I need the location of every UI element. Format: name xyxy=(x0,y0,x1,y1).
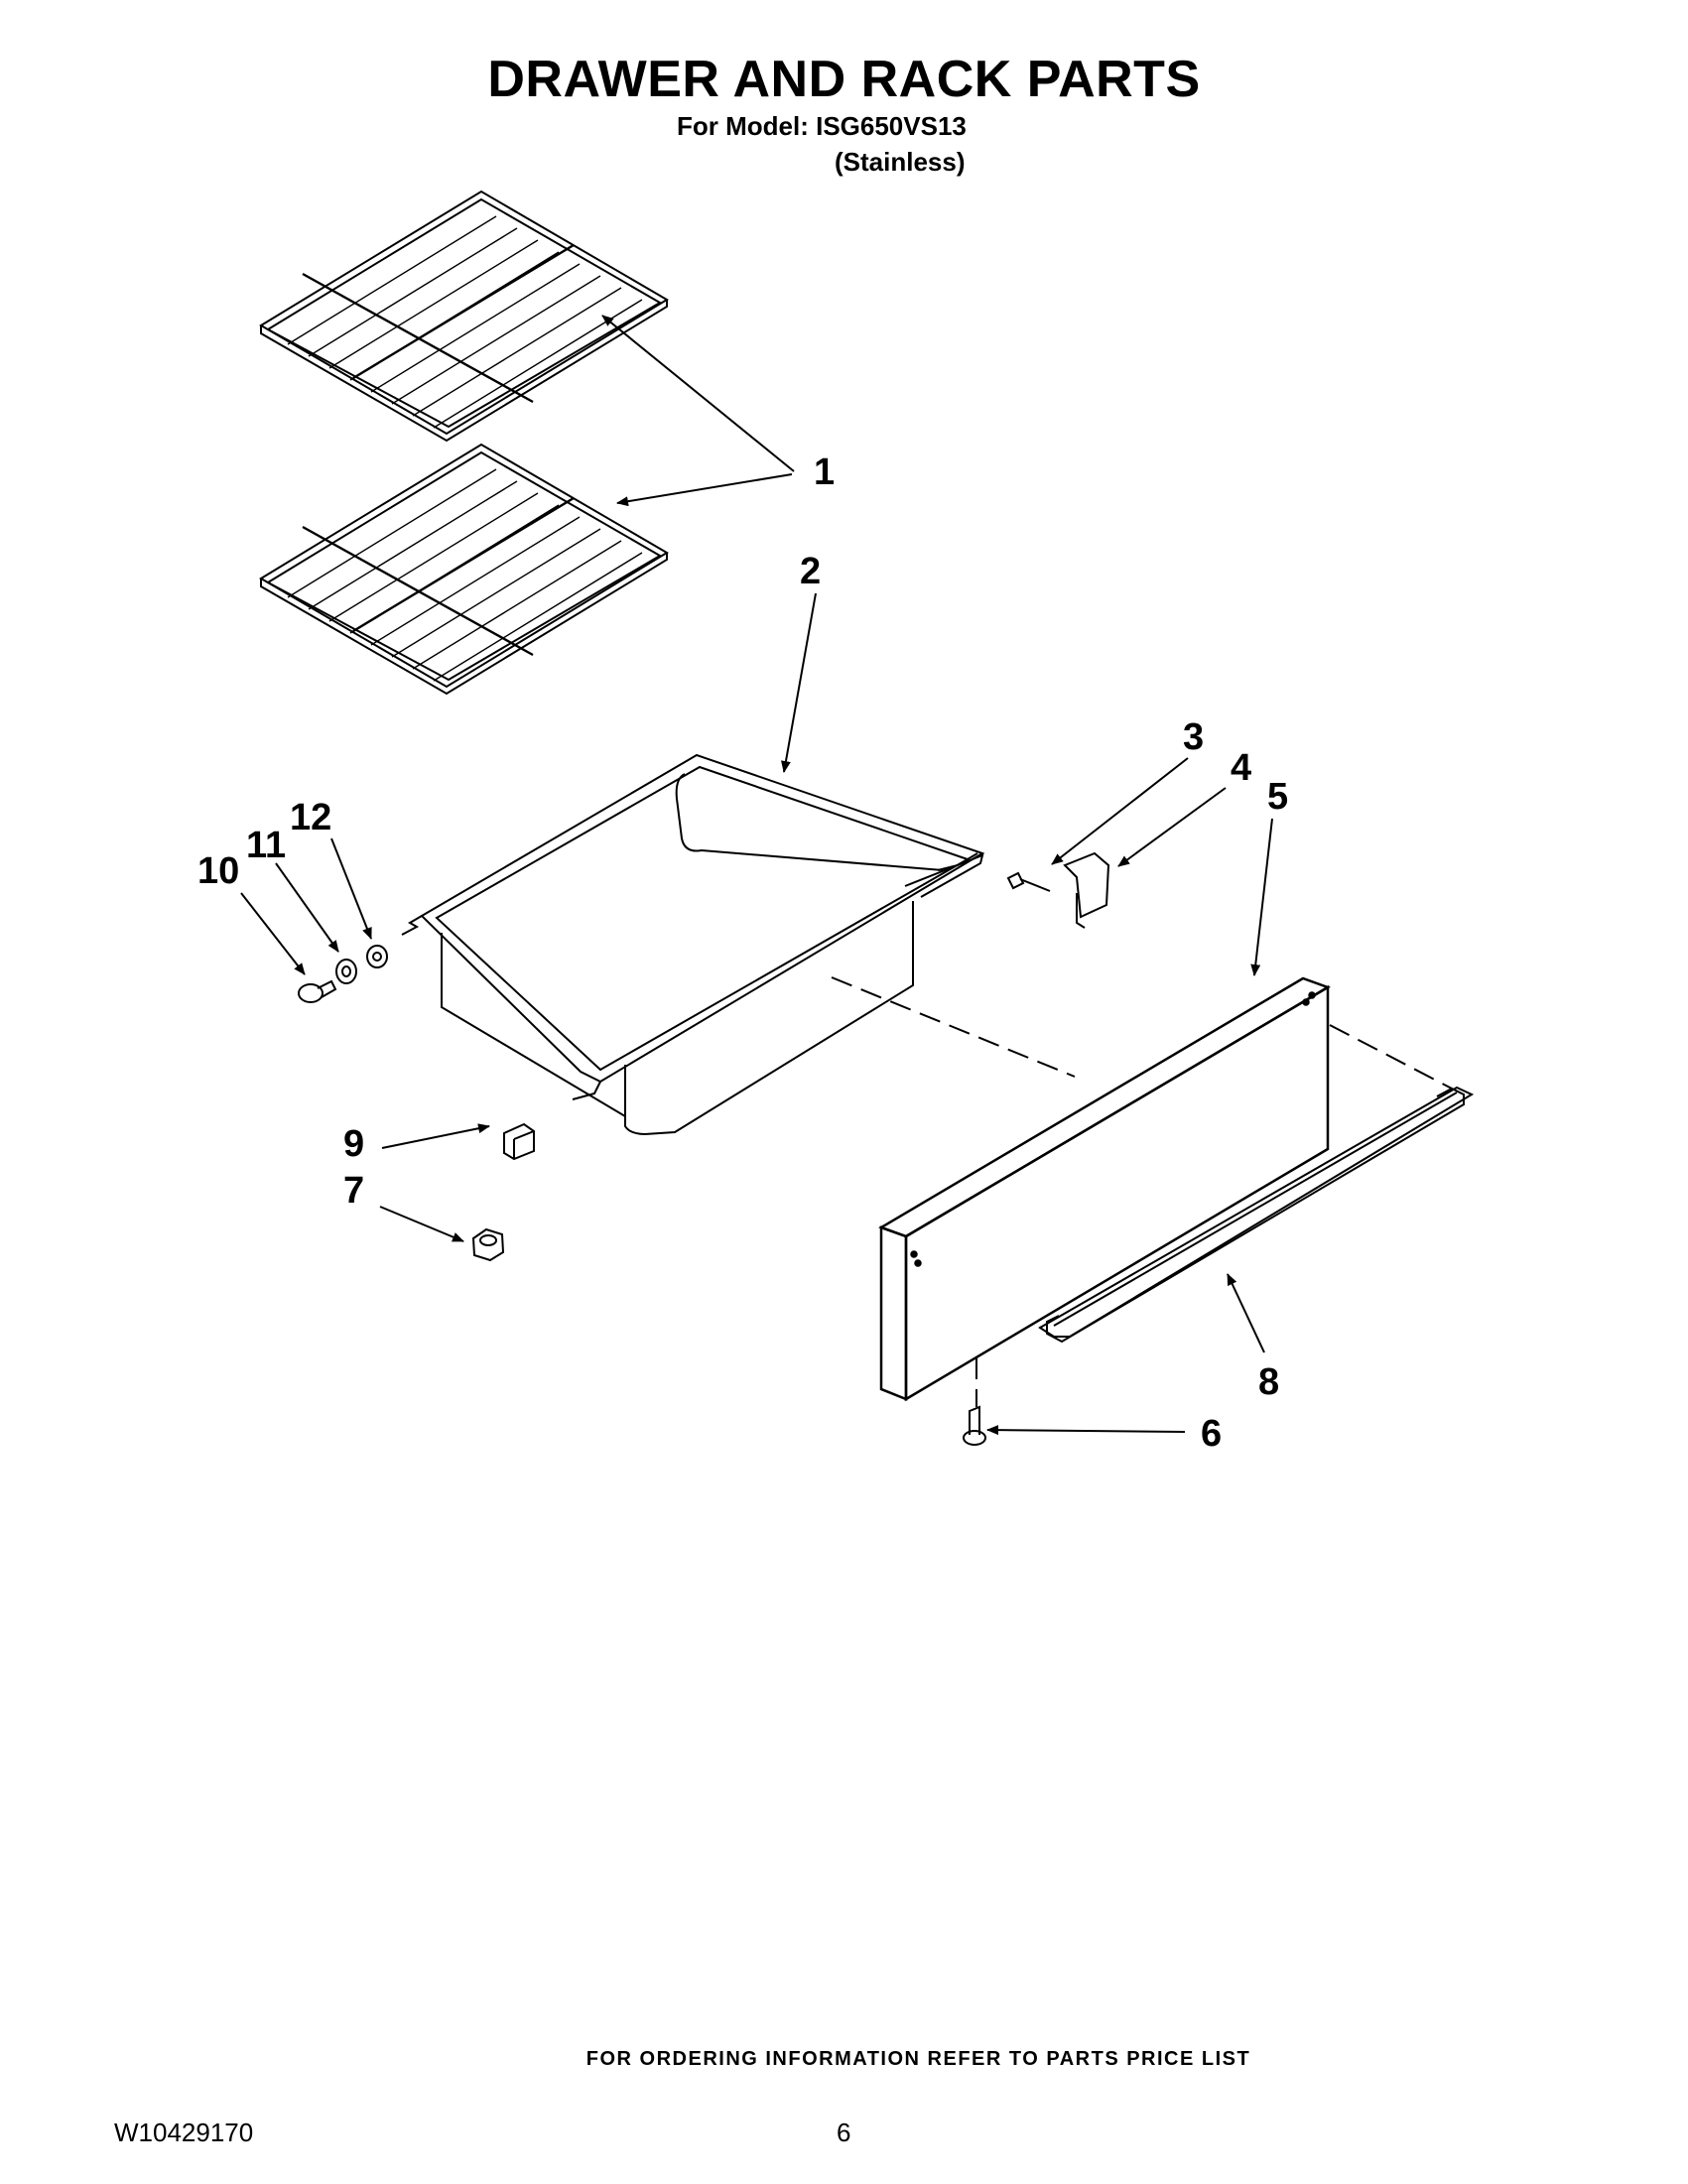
drawer-handle xyxy=(1038,1086,1475,1344)
callout-11: 11 xyxy=(246,825,286,866)
oven-rack-upper xyxy=(259,190,669,443)
callout-3: 3 xyxy=(1183,716,1204,758)
model-line: For Model: ISG650VS13 xyxy=(677,111,967,141)
callout-6: 6 xyxy=(1201,1413,1222,1455)
callout-9: 9 xyxy=(343,1123,364,1165)
storage-drawer-pan xyxy=(401,753,985,1136)
page-number: 6 xyxy=(837,2118,851,2147)
callout-leaders xyxy=(240,315,1273,1436)
variant-line: (Stainless) xyxy=(835,147,966,177)
callout-4: 4 xyxy=(1231,747,1251,789)
assembly-guide-lines xyxy=(831,976,1453,1407)
callout-10: 10 xyxy=(197,850,239,892)
ordering-note: FOR ORDERING INFORMATION REFER TO PARTS … xyxy=(585,2048,1251,2070)
callout-7: 7 xyxy=(343,1170,364,1212)
document-number: W10429170 xyxy=(114,2118,254,2147)
callout-5: 5 xyxy=(1267,776,1288,818)
callout-labels: 1 2 3 4 5 6 7 8 9 10 11 12 xyxy=(197,451,1288,1455)
page-title: DRAWER AND RACK PARTS xyxy=(487,51,1201,108)
callout-12: 12 xyxy=(290,797,331,838)
callout-1: 1 xyxy=(814,451,835,493)
oven-rack-lower xyxy=(259,443,669,696)
callout-2: 2 xyxy=(800,551,821,592)
callout-8: 8 xyxy=(1258,1361,1279,1403)
hardware-parts xyxy=(298,851,1110,1446)
drawer-front-panel xyxy=(878,976,1331,1402)
